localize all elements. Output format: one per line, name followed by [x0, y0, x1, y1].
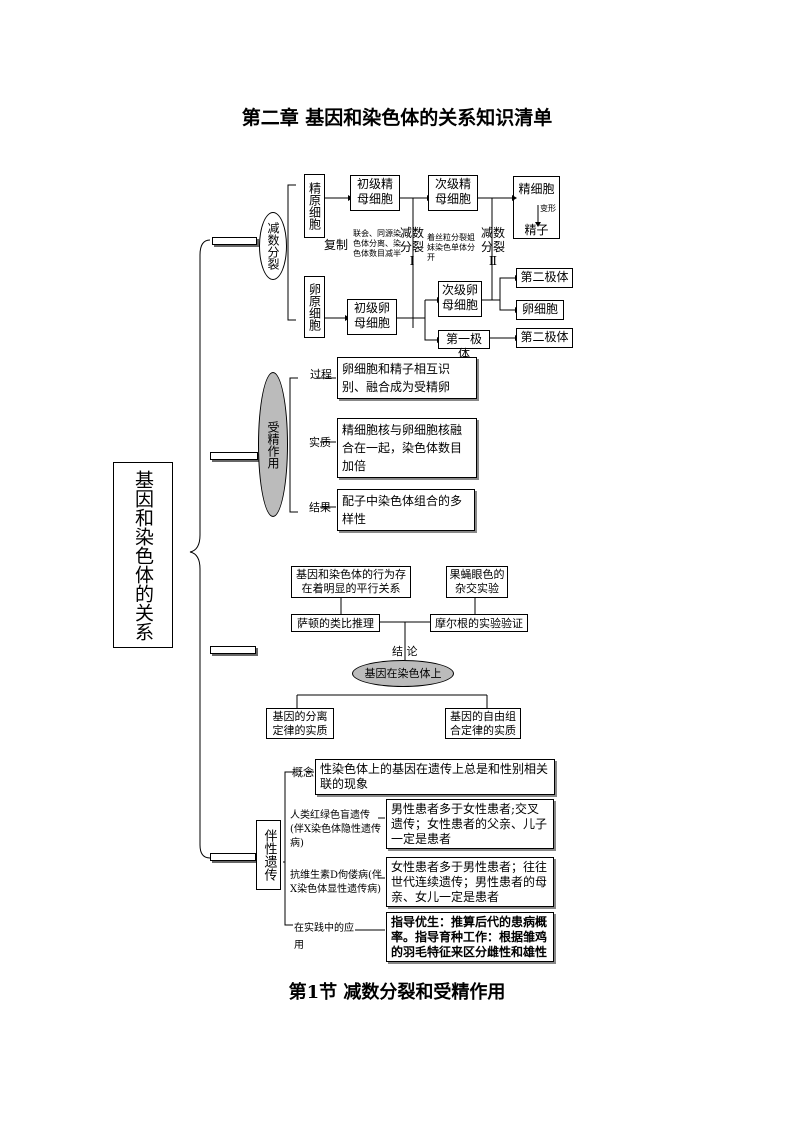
- page-title: 第二章 基因和染色体的关系知识清单: [241, 107, 553, 129]
- spermatid-group: 精细胞 变形 精子: [513, 176, 560, 239]
- concept-label: 概念: [292, 766, 314, 779]
- process-text: 卵细胞和精子相互识别、融合成为受精卵: [342, 362, 451, 394]
- assortment-box: 基因的自由组合定律的实质: [445, 708, 521, 739]
- egg-origin-box: 卵原细胞: [304, 276, 325, 338]
- primary-sperm-box: 初级精母细胞: [350, 175, 400, 211]
- meiosis-oval: 减数分裂: [259, 212, 287, 280]
- practice-text-box: 指导优生：推算后代的患病概率。指导育种工作：根据雏鸡的羽毛特征来区分雌性和雄性: [386, 912, 554, 962]
- sexlinked-label: 伴性遗传: [261, 829, 277, 881]
- second-polar-b-label: 第二极体: [520, 330, 569, 344]
- secondary-egg-box: 次级卵母细胞: [438, 281, 482, 317]
- deform-label: 变形: [540, 204, 556, 213]
- sperm-origin-box: 精原细胞: [304, 174, 325, 238]
- result-text: 配子中染色体组合的多样性: [342, 494, 463, 526]
- practice-text: 指导优生：推算后代的患病概率。指导育种工作：根据雏鸡的羽毛特征来区分雌性和雄性: [391, 915, 548, 959]
- colorblind-label: 人类红绿色盲遗传(伴X染色体隐性遗传病): [290, 810, 382, 849]
- segregation-text: 基因的分离定律的实质: [272, 710, 328, 737]
- first-polar-box: 第一极体: [438, 330, 490, 361]
- fly-cross-box: 果蝇眼色的杂交实验: [446, 566, 508, 598]
- meiosis1-label: 减数分裂Ⅰ: [399, 226, 424, 268]
- root-label: 基因和染色体的关系: [132, 469, 154, 641]
- meiosis1-note: 联会、同源染色体分离、染色体数目减半: [353, 229, 401, 258]
- rickets-text-box: 女性患者多于男性患者；往往世代连续遗传；男性患者的母亲、女儿一定是患者: [386, 857, 554, 907]
- meiosis2-note: 着丝粒分裂姐妹染色单体分开: [427, 233, 475, 262]
- branch-bar-fertilization: [210, 452, 258, 460]
- meiosis-oval-label: 减数分裂: [266, 222, 280, 270]
- concept-text-box: 性染色体上的基因在遗传上总是和性别相关联的现象: [315, 759, 555, 795]
- secondary-sperm-box: 次级精母细胞: [428, 175, 478, 211]
- replicate-label: 复制: [324, 238, 349, 252]
- sutton-box: 萨顿的类比推理: [291, 614, 380, 632]
- fertilization-oval-label: 受精作用: [266, 420, 280, 469]
- branch-bar-genes: [210, 646, 256, 654]
- center-text: 基因在染色体上: [364, 667, 442, 680]
- egg-cell-label: 卵细胞: [521, 302, 558, 316]
- essence-text: 精细胞核与卵细胞核融合在一起，染色体数目加倍: [342, 423, 463, 473]
- second-polar-a-box: 第二极体: [516, 268, 573, 288]
- morgan-text: 摩尔根的实验验证: [435, 617, 523, 630]
- meiosis2-label: 减数分裂Ⅱ: [480, 226, 505, 268]
- primary-sperm-label: 初级精母细胞: [356, 177, 393, 206]
- primary-egg-box: 初级卵母细胞: [347, 299, 397, 335]
- second-polar-a-label: 第二极体: [520, 270, 569, 284]
- assortment-text: 基因的自由组合定律的实质: [450, 710, 516, 737]
- secondary-sperm-label: 次级精母细胞: [434, 177, 471, 206]
- colorblind-text-box: 男性患者多于女性患者;交叉遗传；女性患者的父亲、儿子一定是患者: [386, 799, 554, 849]
- rickets-label: 抗维生素D佝偻病(伴X染色体显性遗传病): [290, 870, 382, 895]
- sexlinked-box: 伴性遗传: [256, 820, 281, 890]
- essence-text-box: 精细胞核与卵细胞核融合在一起，染色体数目加倍: [337, 418, 477, 478]
- sutton-text: 萨顿的类比推理: [297, 617, 374, 630]
- secondary-egg-label: 次级卵母细胞: [441, 283, 478, 312]
- result-text-box: 配子中染色体组合的多样性: [337, 489, 475, 531]
- concept-text: 性染色体上的基因在遗传上总是和性别相关联的现象: [320, 762, 549, 791]
- primary-egg-label: 初级卵母细胞: [353, 301, 390, 330]
- parallel-text: 基因和染色体的行为存在着明显的平行关系: [296, 568, 406, 595]
- sperm-origin-label: 精原细胞: [307, 182, 322, 230]
- egg-origin-label: 卵原细胞: [307, 283, 322, 331]
- section-subtitle: 第1节 减数分裂和受精作用: [288, 982, 506, 1003]
- second-polar-b-box: 第二极体: [516, 328, 573, 348]
- egg-cell-box: 卵细胞: [516, 300, 564, 320]
- colorblind-text: 男性患者多于女性患者;交叉遗传；女性患者的父亲、儿子一定是患者: [391, 802, 548, 846]
- parallel-box: 基因和染色体的行为存在着明显的平行关系: [291, 566, 411, 598]
- segregation-box: 基因的分离定律的实质: [266, 708, 334, 739]
- branch-bar-meiosis: [212, 237, 257, 245]
- process-label: 过程: [310, 368, 332, 381]
- essence-label: 实质: [309, 436, 331, 449]
- process-text-box: 卵细胞和精子相互识别、融合成为受精卵: [337, 357, 477, 399]
- practice-label: 在实践中的应用: [294, 923, 354, 951]
- spermatid-label: 精细胞: [518, 182, 555, 196]
- fertilization-oval: 受精作用: [258, 372, 288, 517]
- branch-bar-sexlinked: [210, 853, 256, 861]
- rickets-text: 女性患者多于男性患者；往往世代连续遗传；男性患者的母亲、女儿一定是患者: [391, 860, 548, 904]
- root-box: 基因和染色体的关系: [113, 462, 173, 648]
- sperm-label: 精子: [524, 223, 549, 237]
- fly-cross-text: 果蝇眼色的杂交实验: [449, 568, 505, 595]
- morgan-box: 摩尔根的实验验证: [430, 614, 528, 632]
- conclusion-label: 结 论: [392, 645, 418, 658]
- center-oval: 基因在染色体上: [352, 660, 454, 687]
- result-label: 结果: [309, 501, 331, 514]
